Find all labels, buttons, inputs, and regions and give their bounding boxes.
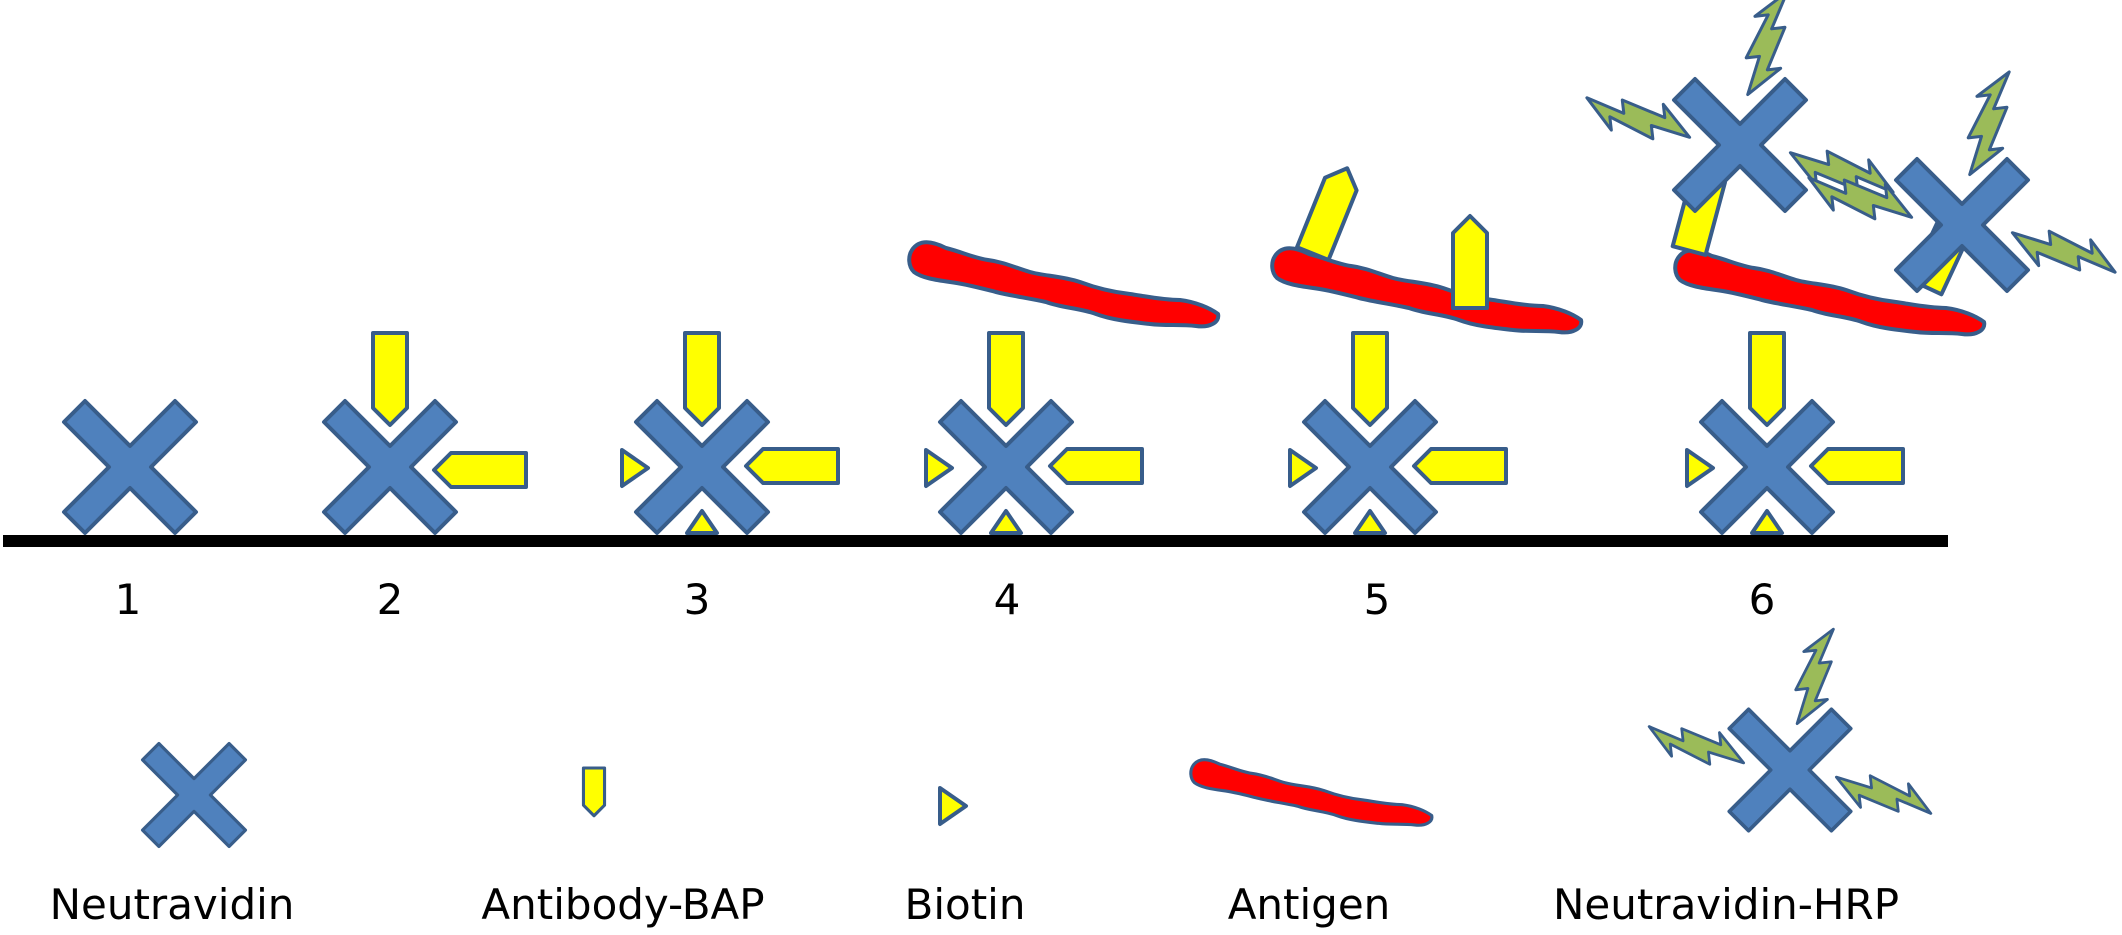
antigen-icon bbox=[907, 240, 1221, 329]
antibody-bap-icon bbox=[744, 447, 840, 485]
step-number-3: 3 bbox=[684, 575, 711, 624]
surface-line bbox=[3, 535, 1948, 547]
biotin-icon bbox=[1353, 509, 1387, 535]
step-number-4: 4 bbox=[994, 575, 1021, 624]
antibody-bap-icon bbox=[1412, 447, 1508, 485]
legend-label-biotin: Biotin bbox=[905, 880, 1026, 929]
biotin-icon bbox=[1288, 448, 1318, 488]
step-6-assembly bbox=[1579, 0, 2122, 535]
antibody-bap-icon bbox=[1451, 214, 1489, 310]
step-number-5: 5 bbox=[1364, 575, 1391, 624]
neutravidin-icon bbox=[62, 399, 198, 535]
antibody-bap-icon bbox=[1809, 447, 1905, 485]
step-4-assembly bbox=[907, 240, 1221, 535]
step-number-2: 2 bbox=[377, 575, 404, 624]
step-3-assembly bbox=[620, 331, 840, 535]
antibody-bap-icon bbox=[1294, 159, 1365, 262]
legend-label-antigen: Antigen bbox=[1228, 880, 1391, 929]
biotin-icon bbox=[1685, 448, 1715, 488]
legend-label-antibody-bap: Antibody-BAP bbox=[481, 880, 764, 929]
step-5-assembly bbox=[1270, 159, 1584, 535]
legend-antibody-bap-icon bbox=[581, 766, 607, 818]
legend-biotin-icon bbox=[938, 786, 968, 826]
biotin-icon bbox=[924, 448, 954, 488]
biotin-icon bbox=[989, 509, 1023, 535]
antigen-icon bbox=[1270, 246, 1584, 335]
antibody-bap-icon bbox=[432, 451, 528, 489]
biotin-icon bbox=[620, 448, 650, 488]
antibody-bap-icon bbox=[683, 331, 721, 427]
step-1-assembly bbox=[62, 399, 198, 535]
legend: Neutravidin Antibody-BAP Biotin Antigen … bbox=[50, 622, 1938, 929]
step-number-6: 6 bbox=[1749, 575, 1776, 624]
step-2-assembly bbox=[322, 331, 528, 535]
antibody-bap-icon bbox=[1748, 331, 1786, 427]
antibody-bap-icon bbox=[371, 331, 409, 427]
biotin-icon bbox=[685, 509, 719, 535]
neutravidin-hrp-icon bbox=[1579, 0, 1900, 211]
antibody-bap-icon bbox=[1351, 331, 1389, 427]
biotin-icon bbox=[1750, 509, 1784, 535]
antibody-bap-icon bbox=[987, 331, 1025, 427]
legend-neutravidin-hrp-icon bbox=[1642, 622, 1938, 830]
step-number-1: 1 bbox=[115, 575, 142, 624]
legend-antigen-icon bbox=[1189, 758, 1434, 827]
legend-label-neutravidin: Neutravidin bbox=[50, 880, 295, 929]
antibody-bap-icon bbox=[1048, 447, 1144, 485]
legend-neutravidin-icon bbox=[140, 741, 248, 849]
legend-label-neutravidin-hrp: Neutravidin-HRP bbox=[1553, 880, 1899, 929]
